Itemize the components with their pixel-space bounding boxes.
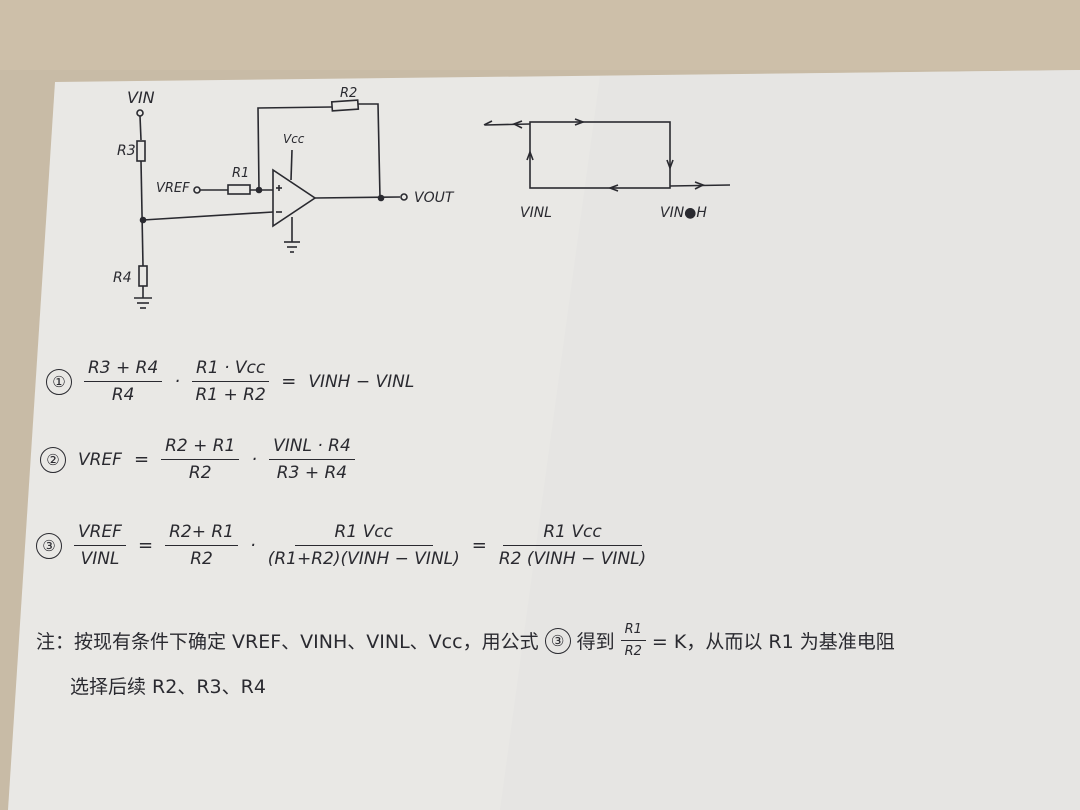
note-circled-3: ③ [544, 627, 571, 654]
label-vinh: VIN●H [660, 205, 707, 221]
label-vin: VIN [127, 88, 155, 107]
label-vcc: Vcc [283, 132, 305, 146]
eq2-equals: = [133, 449, 150, 470]
label-r4: R4 [113, 270, 132, 286]
label-r3: R3 [117, 143, 136, 159]
op-amp [272, 168, 317, 228]
eq1-rhs: VINH − VINL [308, 371, 415, 392]
note-text-b: 得到 [576, 631, 615, 653]
note-text-a: 注：按现有条件下确定 VREF、VINH、VINL、Vcc，用公式 [36, 631, 539, 653]
note-line-1: 注：按现有条件下确定 VREF、VINH、VINL、Vcc，用公式 ③ 得到 R… [36, 622, 895, 659]
label-vref: VREF [156, 181, 190, 196]
eq3-equals: = [137, 535, 154, 556]
comparator-circuit-diagram [134, 99, 408, 309]
equation-2-number: ② [40, 446, 66, 473]
label-r1: R1 [232, 166, 250, 181]
vout-terminal [400, 193, 408, 201]
equation-3-number: ③ [36, 532, 62, 559]
eq2-lhs: VREF [78, 449, 122, 470]
hysteresis-curve [483, 118, 731, 192]
eq3-equals-2: = [471, 535, 487, 556]
eq1-equals: = [281, 371, 297, 392]
label-r2: R2 [340, 86, 358, 101]
eq1-dot: · [174, 371, 181, 392]
label-vout: VOUT [414, 190, 454, 206]
eq3-fraction-2: R1 Vcc(R1+R2)(VINH − VINL) [267, 522, 460, 569]
note-text-c: = K，从而以 R1 为基准电阻 [651, 631, 895, 653]
label-vinl: VINL [520, 205, 552, 221]
eq3-dot: · [249, 535, 256, 556]
note-line-2: 选择后续 R2、R3、R4 [70, 676, 266, 698]
equation-1-number: ① [46, 368, 72, 395]
eq2-dot: · [251, 449, 258, 470]
